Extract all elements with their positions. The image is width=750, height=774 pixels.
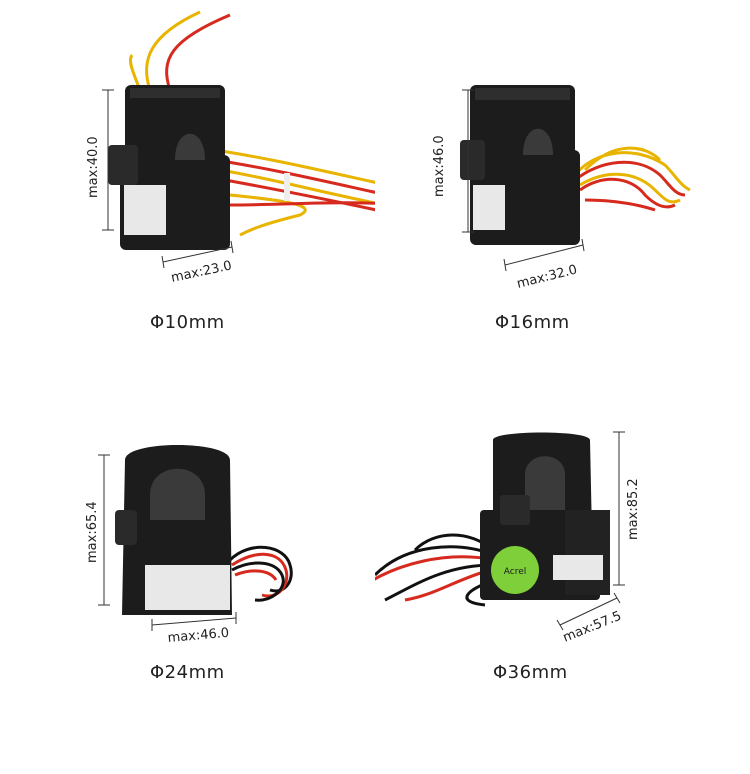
height-dimension <box>613 431 625 586</box>
width-dimension <box>503 238 585 272</box>
height-label: max:85.2 <box>626 478 641 540</box>
width-label: max:46.0 <box>167 626 230 646</box>
caption-phi16: Φ16mm <box>495 312 570 333</box>
spec-label <box>145 565 230 610</box>
brand-sticker <box>491 546 539 594</box>
spec-label <box>124 185 166 235</box>
width-dimension <box>556 592 621 631</box>
cable-tie <box>284 173 290 201</box>
wire-bundle-right <box>214 148 375 237</box>
ct-phi10-illustration: max:40.0 max:23.0 <box>86 10 375 286</box>
product-phi36: Acrel max:85.2 max:57.5 Φ36mm <box>375 380 750 774</box>
ct-body <box>115 445 232 615</box>
wire-bundle-right <box>573 146 691 212</box>
height-label: max:40.0 <box>86 136 101 198</box>
product-phi10: max:40.0 max:23.0 Φ10mm <box>0 0 375 380</box>
width-label: max:32.0 <box>515 262 578 291</box>
wire-bundle <box>228 545 293 602</box>
width-dimension <box>161 240 234 269</box>
caption-phi24: Φ24mm <box>150 662 225 683</box>
ct-phi36-illustration: Acrel max:85.2 max:57.5 <box>375 431 641 646</box>
height-dimension <box>102 89 114 231</box>
height-label: max:46.0 <box>432 135 447 197</box>
wire-bundle <box>375 533 496 607</box>
width-label: max:23.0 <box>170 258 233 285</box>
height-dimension <box>462 89 474 233</box>
caption-phi36: Φ36mm <box>493 662 568 683</box>
ct-body <box>108 85 230 250</box>
sticker-text: Acrel <box>504 567 527 577</box>
height-dimension <box>98 454 110 606</box>
ct-phi24-illustration: max:65.4 max:46.0 <box>85 445 293 646</box>
ct-phi16-illustration: max:46.0 max:32.0 <box>432 85 691 292</box>
product-phi16: max:46.0 max:32.0 Φ16mm <box>375 0 750 380</box>
ct-body <box>460 85 580 245</box>
spec-label <box>553 555 603 580</box>
ct-body <box>480 432 610 600</box>
width-dimension <box>151 612 237 631</box>
wire-bundle-upper <box>128 10 231 91</box>
spec-label <box>473 185 505 230</box>
caption-phi10: Φ10mm <box>150 312 225 333</box>
width-label: max:57.5 <box>561 609 624 646</box>
height-label: max:65.4 <box>85 501 100 563</box>
product-phi24: max:65.4 max:46.0 Φ24mm <box>0 380 375 774</box>
